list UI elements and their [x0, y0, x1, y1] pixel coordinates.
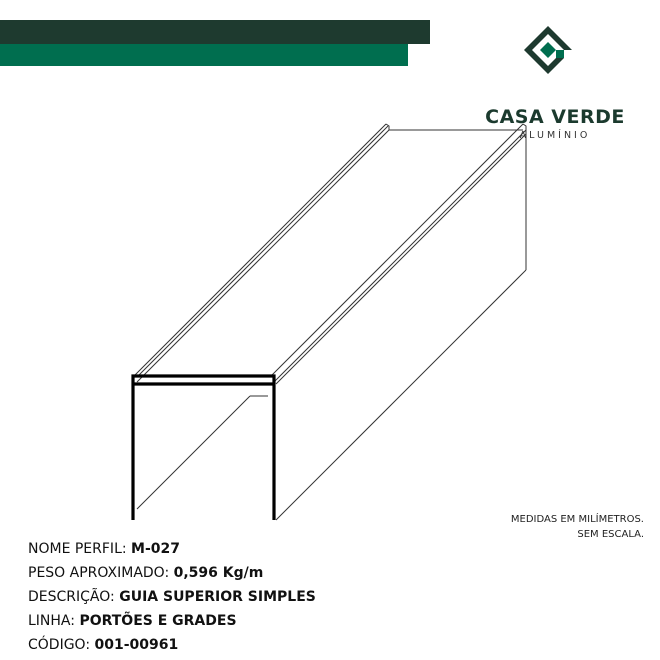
spec-label: LINHA: — [28, 613, 80, 629]
spec-value: 0,596 Kg/m — [173, 565, 264, 581]
spec-row-code: CÓDIGO: 001-00961 — [28, 633, 316, 657]
brand-subtitle: ALUMÍNIO — [519, 130, 591, 141]
spec-row-weight: PESO APROXIMADO: 0,596 Kg/m — [28, 561, 316, 585]
brand-name: CASA VERDE — [485, 106, 625, 128]
spec-label: NOME PERFIL: — [28, 541, 132, 557]
spec-row-name: NOME PERFIL: M-027 — [28, 537, 316, 561]
header-bar-dark — [0, 20, 430, 44]
spec-value: 001-00961 — [94, 637, 179, 653]
note-line-2: SEM ESCALA. — [577, 529, 644, 540]
spec-label: PESO APROXIMADO: — [28, 565, 174, 581]
header-bar-green — [0, 44, 408, 66]
spec-label: DESCRIÇÃO: — [28, 589, 120, 605]
note-line-1: MEDIDAS EM MILÍMETROS. — [510, 514, 644, 525]
spec-label: CÓDIGO: — [28, 637, 95, 653]
spec-row-description: DESCRIÇÃO: GUIA SUPERIOR SIMPLES — [28, 585, 316, 609]
spec-value: M-027 — [131, 541, 180, 557]
spec-value: PORTÕES E GRADES — [79, 613, 237, 629]
spec-row-line: LINHA: PORTÕES E GRADES — [28, 609, 316, 633]
casa-verde-logo-icon — [524, 26, 572, 74]
brand-logo: CASA VERDE ALUMÍNIO — [470, 24, 640, 141]
spec-value: GUIA SUPERIOR SIMPLES — [119, 589, 316, 605]
spec-list: NOME PERFIL: M-027 PESO APROXIMADO: 0,59… — [28, 537, 316, 657]
measurement-note: MEDIDAS EM MILÍMETROS. SEM ESCALA. — [511, 512, 644, 542]
